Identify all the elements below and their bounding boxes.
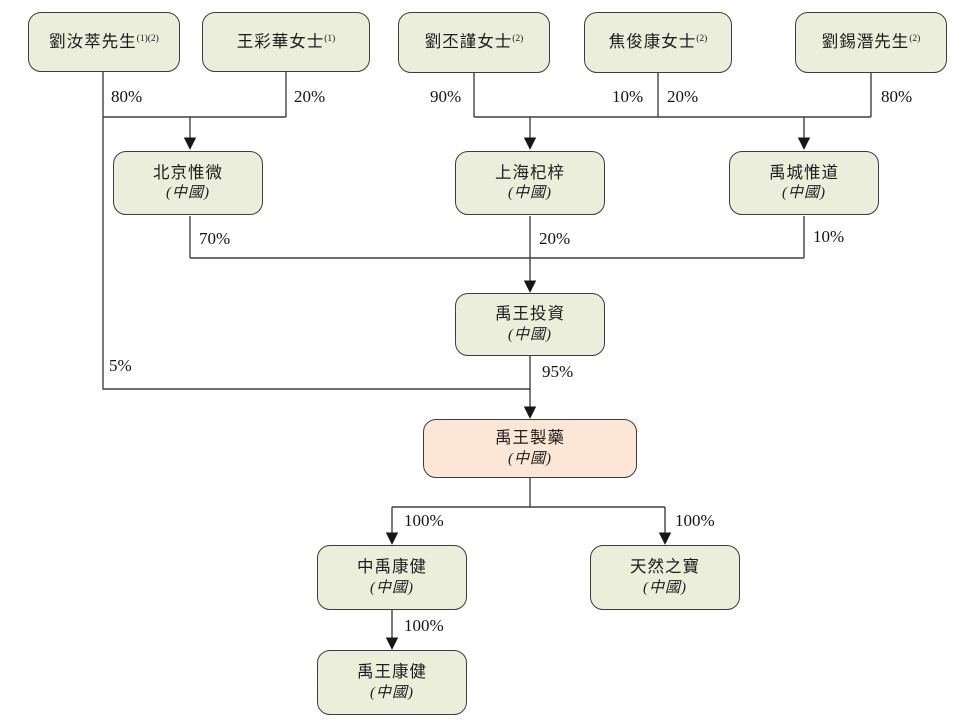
- ownership-label-liu-pijin-shanghai-qizi: 90%: [430, 87, 462, 106]
- person-name-text: 焦俊康女士: [608, 32, 697, 52]
- person-name: 王彩華女士(1): [237, 32, 336, 53]
- person-note: (1)(2): [136, 33, 159, 44]
- ownership-label-liu-xiqian-yucheng-weidao: 80%: [881, 87, 913, 106]
- company-jurisdiction: (中國): [370, 684, 414, 701]
- person-note: (1): [324, 33, 336, 44]
- person-note: (2): [909, 34, 921, 45]
- person-note: (2): [696, 34, 708, 45]
- person-name-text: 王彩華女士: [236, 31, 325, 51]
- ownership-label-pharma-tianran-zhibao: 100%: [675, 511, 715, 530]
- company-jurisdiction: (中國): [508, 185, 552, 202]
- company-jurisdiction: (中國): [508, 450, 552, 467]
- ownership-label-pharma-zhongyu-kangjian: 100%: [404, 511, 444, 530]
- company-name: 北京惟微: [153, 162, 223, 182]
- ownership-label-jiao-junkang-shanghai-qizi: 10%: [612, 87, 644, 106]
- person-name-text: 劉錫潛先生: [821, 32, 910, 52]
- company-jurisdiction: (中國): [370, 579, 414, 596]
- person-node-wang-caihua: 王彩華女士(1): [202, 12, 370, 72]
- person-node-liu-xiqian: 劉錫潛先生(2): [795, 12, 947, 73]
- company-node-yuwang-pharmaceutical: 禹王製藥 (中國): [423, 419, 637, 478]
- ownership-label-liu-rucui-beijing-weiwei: 80%: [111, 87, 143, 106]
- ownership-label-shanghai-qizi-yuwang-investment: 20%: [539, 229, 571, 248]
- person-name-text: 劉汝萃先生: [49, 31, 137, 51]
- company-name: 禹王康健: [357, 662, 427, 682]
- ownership-label-jiao-junkang-yucheng-weidao: 20%: [667, 87, 699, 106]
- person-name: 劉丕謹女士(2): [425, 32, 524, 53]
- company-node-yucheng-weidao: 禹城惟道 (中國): [729, 151, 879, 215]
- company-name: 中禹康健: [357, 557, 427, 577]
- company-name: 禹城惟道: [769, 162, 839, 182]
- company-node-yuwang-investment: 禹王投資 (中國): [455, 293, 605, 356]
- company-node-beijing-weiwei: 北京惟微 (中國): [113, 151, 263, 215]
- ownership-label-wang-caihua-beijing-weiwei: 20%: [294, 87, 326, 106]
- person-name: 劉錫潛先生(2): [822, 32, 921, 53]
- person-node-liu-rucui: 劉汝萃先生(1)(2): [28, 12, 180, 72]
- person-name: 劉汝萃先生(1)(2): [49, 32, 159, 53]
- company-node-yuwang-kangjian: 禹王康健 (中國): [317, 650, 467, 715]
- company-name: 上海杞梓: [495, 162, 565, 182]
- person-name: 焦俊康女士(2): [609, 32, 708, 53]
- company-node-shanghai-qizi: 上海杞梓 (中國): [455, 151, 605, 215]
- person-name-text: 劉丕謹女士: [424, 32, 513, 52]
- ownership-label-beijing-weiwei-yuwang-investment: 70%: [199, 229, 231, 248]
- company-node-zhongyu-kangjian: 中禹康健 (中國): [317, 545, 467, 610]
- ownership-label-zhongyu-yuwang-kangjian: 100%: [404, 616, 444, 635]
- company-name: 禹王製藥: [495, 428, 565, 448]
- company-jurisdiction: (中國): [782, 185, 826, 202]
- company-node-tianran-zhibao: 天然之寶 (中國): [590, 545, 740, 610]
- company-name: 天然之寶: [630, 557, 700, 577]
- company-jurisdiction: (中國): [508, 326, 552, 343]
- company-name: 禹王投資: [495, 304, 565, 324]
- ownership-label-yuwang-investment-yuwang-pharmaceutical: 95%: [542, 362, 574, 381]
- person-note: (2): [512, 34, 524, 45]
- person-node-jiao-junkang: 焦俊康女士(2): [584, 12, 732, 73]
- ownership-label-yucheng-weidao-yuwang-investment: 10%: [813, 227, 845, 246]
- company-jurisdiction: (中國): [166, 185, 210, 202]
- company-jurisdiction: (中國): [643, 579, 687, 596]
- ownership-label-liu-rucui-yuwang-pharmaceutical: 5%: [109, 356, 132, 375]
- person-node-liu-pijin: 劉丕謹女士(2): [398, 12, 550, 73]
- edge-liu-rucui-to-yuwang-pharmaceutical: [102, 72, 530, 390]
